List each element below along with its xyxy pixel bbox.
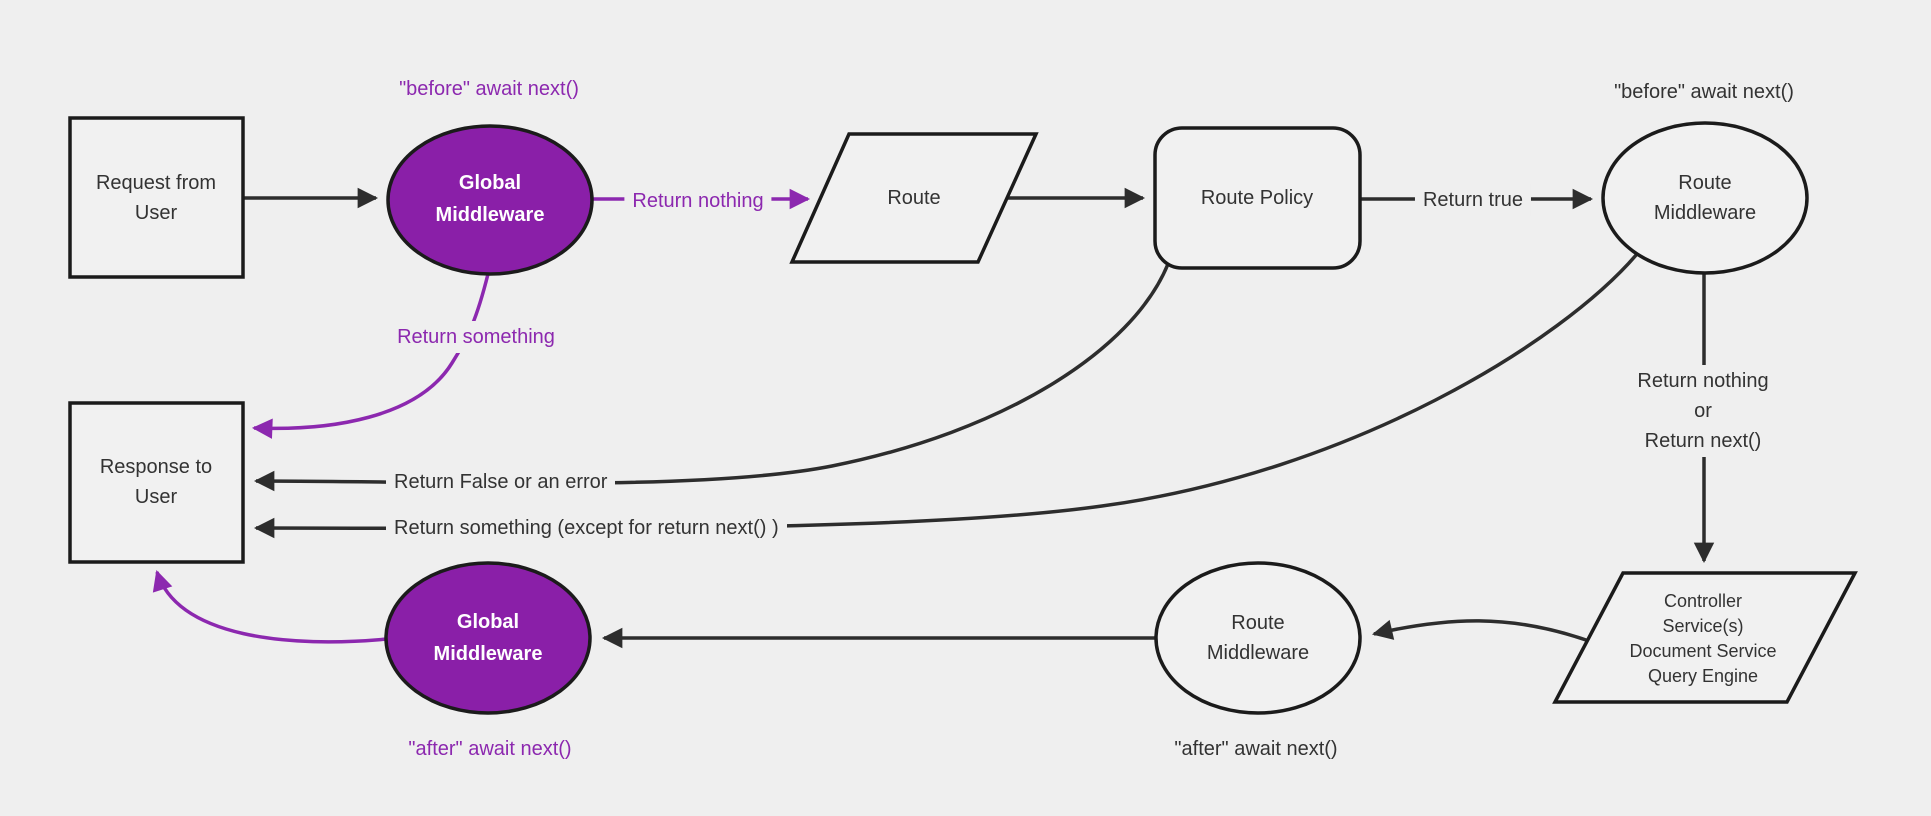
route-middleware-bottom-shape (1154, 561, 1362, 715)
edge-route-middleware-return-something-to-response (253, 252, 1639, 539)
global-middleware-top-shape (386, 124, 594, 276)
edge-global-middleware-return-something-to-response (251, 273, 490, 439)
controller-services-shape (1552, 571, 1858, 704)
route-policy-shape (1153, 126, 1362, 270)
route-middleware-top-shape (1601, 121, 1809, 275)
route-shape (789, 132, 1039, 264)
edge-route-policy-return-false-to-response (253, 263, 1170, 492)
global-middleware-bottom-shape (384, 561, 592, 715)
response-to-user-shape (68, 401, 245, 564)
edge-global-middleware-bottom-to-response (152, 570, 388, 644)
edge-controller-to-route-middleware-bottom (1372, 619, 1587, 642)
request-from-user-shape (68, 116, 245, 279)
